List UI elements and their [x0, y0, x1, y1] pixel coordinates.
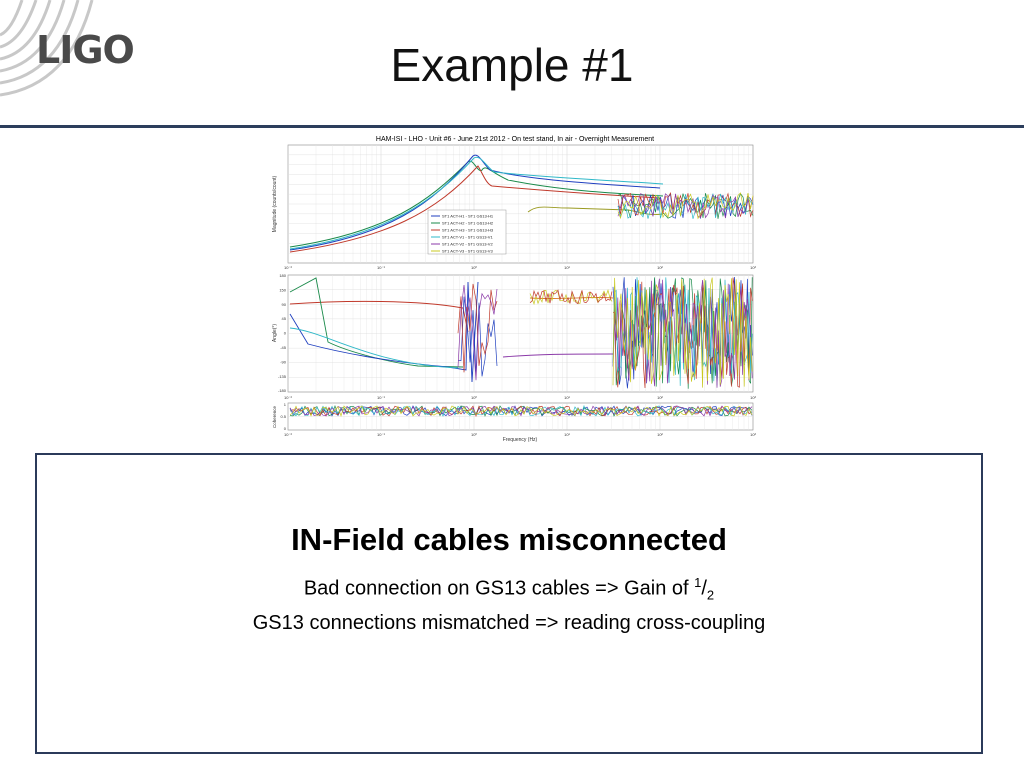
y-tick-label: 45 — [282, 316, 287, 321]
phase-curve-purple — [502, 353, 614, 358]
x-tick-label: 10³ — [750, 395, 756, 400]
legend-label: ST1 ACT-V2 - ST1 GS13-V2 — [442, 242, 493, 247]
coherence-ylabel: Coherence — [272, 405, 277, 428]
y-tick-label: -135 — [278, 374, 287, 379]
mag-curve-red — [289, 165, 661, 253]
legend-label: ST1 ACT-V1 - ST1 GS13-V1 — [442, 235, 493, 240]
gain-denominator: 2 — [706, 587, 715, 603]
slide-title: Example #1 — [390, 39, 634, 91]
phase-noise-trace — [529, 289, 613, 305]
x-tick-label: 10¹ — [564, 265, 570, 270]
legend-label: ST1 ACT-H1 - ST1 GS13-H1 — [442, 214, 494, 219]
gain-text: Bad connection on GS13 cables => Gain of — [303, 577, 695, 600]
y-tick-label: 90 — [282, 302, 287, 307]
y-tick-label: -180 — [278, 388, 287, 393]
callout-line-gain: Bad connection on GS13 cables => Gain of… — [37, 575, 981, 603]
magnitude-ylabel: Magnitude (counts/count) — [272, 175, 278, 232]
legend-label: ST1 ACT-H3 - ST1 GS13-H3 — [442, 228, 494, 233]
phase-curve-orange — [529, 296, 614, 300]
x-tick-label: 10⁻¹ — [377, 432, 386, 437]
mag-noise-trace — [617, 192, 754, 219]
callout-box: IN-Field cables misconnected Bad connect… — [35, 453, 983, 754]
phase-ylabel: Angle(°) — [272, 324, 278, 342]
phase-curve-green — [289, 277, 464, 368]
x-tick-label: 10¹ — [564, 432, 570, 437]
y-tick-label: -90 — [280, 359, 287, 364]
phase-curve-cyan — [289, 327, 459, 369]
callout-heading: IN-Field cables misconnected — [291, 522, 727, 557]
mag-noise-trace — [617, 193, 754, 219]
legend-label: ST1 ACT-V3 - ST1 GS13-V3 — [442, 249, 493, 254]
phase-noise-trace — [457, 283, 498, 373]
phase-curve-blue — [289, 281, 479, 383]
x-tick-label: 10⁰ — [471, 265, 477, 270]
x-tick-label: 10² — [657, 265, 663, 270]
ligo-logo: LIGO — [36, 28, 135, 72]
transfer-function-figure: HAM-ISI - LHO - Unit #6 - June 21st 2012… — [268, 132, 762, 444]
gain-slash: / — [701, 577, 707, 600]
mag-noise-trace — [617, 193, 754, 219]
x-tick-label: 10⁻¹ — [377, 395, 386, 400]
x-tick-label: 10¹ — [564, 395, 570, 400]
coherence-trace — [289, 405, 753, 417]
y-tick-label: 150 — [279, 287, 286, 292]
x-tick-label: 10² — [657, 395, 663, 400]
y-tick-label: 0 — [284, 426, 287, 431]
x-tick-label: 10⁻² — [284, 395, 293, 400]
figure-title: HAM-ISI - LHO - Unit #6 - June 21st 2012… — [376, 136, 654, 143]
frequency-xlabel: Frequency (Hz) — [503, 437, 538, 443]
legend-label: ST1 ACT-H2 - ST1 GS13-H2 — [442, 221, 494, 226]
mag-curve-olive — [527, 206, 664, 215]
y-tick-label: 180 — [279, 273, 286, 278]
x-tick-label: 10³ — [750, 265, 756, 270]
mag-curve-blue — [289, 154, 661, 251]
x-tick-label: 10⁰ — [471, 432, 477, 437]
mag-curve-cyan — [289, 156, 664, 250]
phase-noise-trace — [612, 277, 753, 388]
phase-noise-trace — [612, 278, 753, 388]
x-tick-label: 10⁰ — [471, 395, 477, 400]
callout-line-crosscoupling: GS13 connections mismatched => reading c… — [252, 612, 766, 634]
logo-arcs-icon — [0, 0, 94, 97]
coherence-trace — [289, 405, 753, 417]
y-tick-label: 0.5 — [280, 414, 286, 419]
title-divider — [0, 125, 1024, 128]
phase-curve-red — [289, 300, 469, 333]
y-tick-label: 0 — [284, 331, 287, 336]
x-tick-label: 10³ — [750, 432, 756, 437]
x-tick-label: 10⁻² — [284, 265, 293, 270]
x-tick-label: 10⁻¹ — [377, 265, 386, 270]
x-tick-label: 10⁻² — [284, 432, 293, 437]
y-tick-label: -45 — [280, 345, 287, 350]
mag-noise-trace — [617, 192, 754, 220]
coherence-trace — [289, 405, 753, 418]
mag-curve-green — [289, 160, 664, 248]
y-tick-label: 1 — [284, 402, 287, 407]
gain-numerator: 1 — [694, 575, 702, 590]
phase-noise-trace — [457, 284, 498, 381]
x-tick-label: 10² — [657, 432, 663, 437]
